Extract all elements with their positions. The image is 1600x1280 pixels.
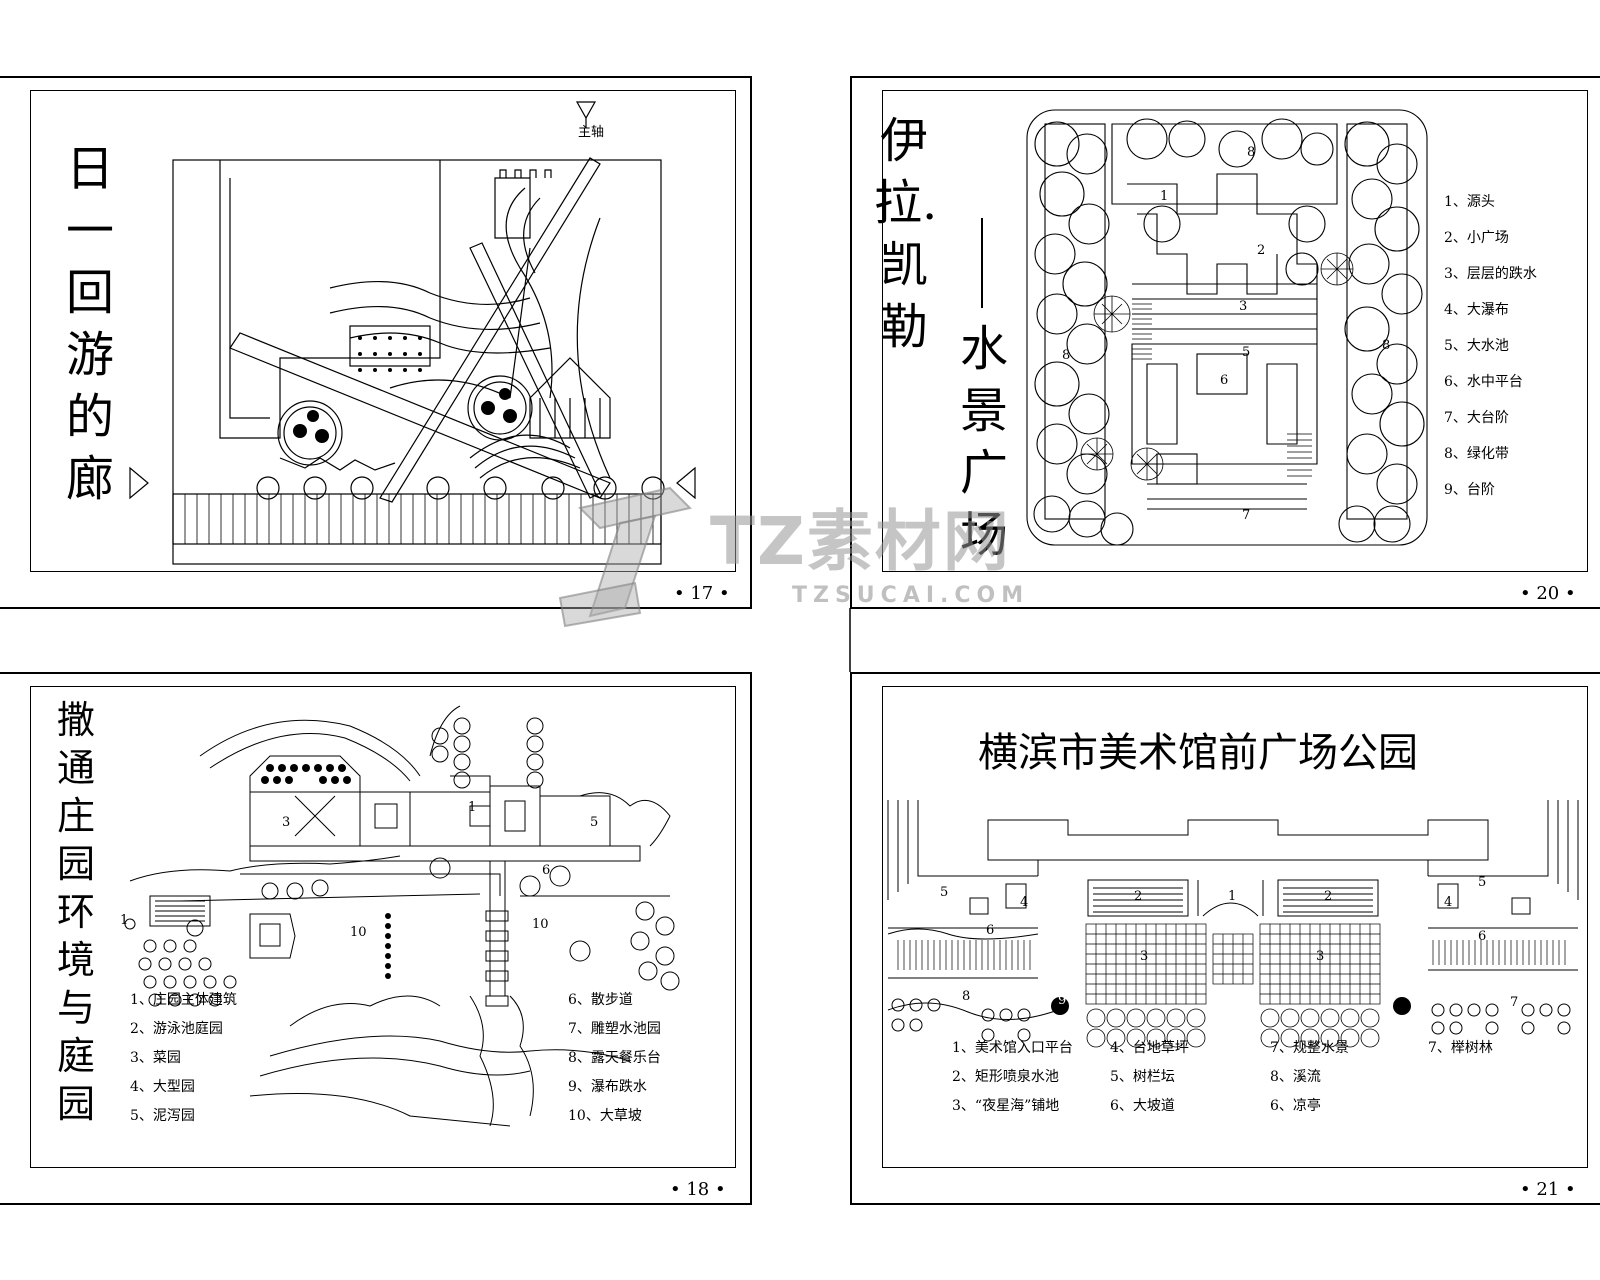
panel-page-17: 日一回游的廊 • 17 • 主轴 bbox=[0, 76, 752, 609]
panel-21-legend-col3: 7、规整水景 8、溪流 6、凉亭 bbox=[1270, 1034, 1349, 1121]
panel-20-page-number: • 20 • bbox=[1520, 583, 1576, 604]
panel-20-title-right: 水景广场 bbox=[959, 321, 1008, 563]
legend-item: 1、源头 bbox=[1444, 194, 1495, 210]
legend-item: 9、台阶 bbox=[1444, 482, 1495, 498]
legend-item: 4、大瀑布 bbox=[1444, 302, 1509, 318]
plan-label: 1 bbox=[468, 800, 476, 815]
panel-17-site-plan: 主轴 bbox=[129, 101, 696, 565]
legend-item: 4、台地草坪 bbox=[1110, 1040, 1189, 1056]
plan-label: 6 bbox=[986, 923, 994, 938]
legend-item: 3、“夜星海”铺地 bbox=[952, 1098, 1060, 1114]
legend-item: 1、美术馆入口平台 bbox=[952, 1040, 1073, 1056]
plan-label: 8 bbox=[1062, 348, 1070, 363]
panel-18-title: 撒通庄园环境与庭园 bbox=[56, 698, 95, 1126]
legend-item: 10、大草坡 bbox=[568, 1108, 642, 1124]
panel-21-site-plan: 1 2 2 3 3 4 4 5 5 6 6 7 8 9 bbox=[887, 800, 1579, 1048]
panel-18-legend-right: 6、散步道 7、雕塑水池园 8、露天餐乐台 9、瀑布跌水 10、大草坡 bbox=[568, 986, 661, 1131]
legend-item: 7、雕塑水池园 bbox=[568, 1021, 661, 1037]
panel-18-legend-left: 1、庄园主体建筑 2、游泳池庭园 3、菜园 4、大型园 5、泥泻园 bbox=[130, 986, 237, 1131]
plan-label: 4 bbox=[1444, 895, 1452, 910]
panel-21-legend-col1: 1、美术馆入口平台 2、矩形喷泉水池 3、“夜星海”铺地 bbox=[952, 1034, 1073, 1121]
north-label: 主轴 bbox=[578, 125, 604, 140]
legend-item: 8、绿化带 bbox=[1444, 446, 1509, 462]
legend-item: 6、凉亭 bbox=[1270, 1098, 1321, 1114]
panel-21-page-number: • 21 • bbox=[1520, 1179, 1576, 1200]
plan-label: 2 bbox=[1134, 889, 1142, 904]
legend-item: 3、层层的跌水 bbox=[1444, 266, 1537, 282]
plan-label: 6 bbox=[1220, 373, 1228, 388]
plan-label: 5 bbox=[1478, 875, 1486, 890]
plan-label: 7 bbox=[1242, 508, 1250, 523]
panel-20-title-left: 伊拉.凯勒 bbox=[874, 113, 938, 355]
plan-label: 8 bbox=[1382, 338, 1390, 353]
legend-item: 3、菜园 bbox=[130, 1050, 181, 1066]
plan-label: 10 bbox=[532, 917, 549, 932]
legend-item: 9、瀑布跌水 bbox=[568, 1079, 647, 1095]
panel-20-title-divider bbox=[981, 218, 983, 308]
legend-item: 2、游泳池庭园 bbox=[130, 1021, 223, 1037]
plan-label: 4 bbox=[1020, 895, 1028, 910]
panel-21-legend-col2: 4、台地草坪 5、树栏坛 6、大坡道 bbox=[1110, 1034, 1189, 1121]
legend-item: 6、散步道 bbox=[568, 992, 633, 1008]
panel-21-title: 横滨市美术馆前广场公园 bbox=[978, 730, 1418, 776]
panel-21-legend-col4: 7、榉树林 bbox=[1428, 1034, 1493, 1063]
legend-item: 1、庄园主体建筑 bbox=[130, 992, 237, 1008]
panel-20-frame bbox=[882, 90, 1588, 572]
panel-20-legend: 1、源头 2、小广场 3、层层的跌水 4、大瀑布 5、大水池 6、水中平台 7、… bbox=[1444, 184, 1537, 508]
plan-label: 2 bbox=[1324, 889, 1332, 904]
legend-item: 5、泥泻园 bbox=[130, 1108, 195, 1124]
panel-page-20: 伊拉.凯勒 水景广场 • 20 • bbox=[850, 76, 1600, 609]
plan-label: 10 bbox=[350, 925, 367, 940]
plan-label: 1 bbox=[1160, 189, 1168, 204]
plan-label: 2 bbox=[1257, 243, 1265, 258]
panel-page-18: 撒通庄园环境与庭园 • 18 • bbox=[0, 672, 752, 1205]
legend-item: 5、大水池 bbox=[1444, 338, 1509, 354]
plan-label: 8 bbox=[1247, 145, 1255, 160]
plan-label: 3 bbox=[1316, 949, 1324, 964]
panel-20-site-plan: 1 2 3 5 6 7 8 8 8 bbox=[1026, 109, 1428, 546]
plan-label: 5 bbox=[1242, 345, 1250, 360]
legend-item: 4、大型园 bbox=[130, 1079, 195, 1095]
legend-item: 8、露天餐乐台 bbox=[568, 1050, 661, 1066]
panel-page-21: 横滨市美术馆前广场公园 • 21 • bbox=[850, 672, 1600, 1205]
legend-item: 8、溪流 bbox=[1270, 1069, 1321, 1085]
legend-item: 5、树栏坛 bbox=[1110, 1069, 1175, 1085]
plan-label: 5 bbox=[590, 815, 598, 830]
north-arrow-icon bbox=[575, 101, 597, 128]
panel-18-site-plan: 1 3 1 5 6 10 10 bbox=[120, 705, 680, 1127]
plan-label: 3 bbox=[282, 815, 290, 830]
plan-label: 3 bbox=[1140, 949, 1148, 964]
plan-label: 1 bbox=[120, 913, 128, 928]
plan-label: 8 bbox=[962, 989, 970, 1004]
entry-arrow-left-icon bbox=[129, 466, 149, 500]
legend-item: 2、矩形喷泉水池 bbox=[952, 1069, 1059, 1085]
plan-label: 1 bbox=[1228, 889, 1236, 904]
plan-label: 7 bbox=[1510, 995, 1518, 1010]
plan-label: 6 bbox=[1478, 929, 1486, 944]
plan-label: 6 bbox=[542, 863, 550, 878]
plan-label: 9 bbox=[1058, 993, 1066, 1008]
panel-21-frame bbox=[882, 686, 1588, 1168]
legend-item: 7、榉树林 bbox=[1428, 1040, 1493, 1056]
legend-item: 6、大坡道 bbox=[1110, 1098, 1175, 1114]
panel-18-page-number: • 18 • bbox=[670, 1179, 726, 1200]
legend-item: 2、小广场 bbox=[1444, 230, 1509, 246]
panel-17-page-number: • 17 • bbox=[674, 583, 730, 604]
legend-item: 7、大台阶 bbox=[1444, 410, 1509, 426]
plan-label: 5 bbox=[940, 885, 948, 900]
panel-17-title: 日一回游的廊 bbox=[65, 141, 114, 507]
plan-label: 3 bbox=[1239, 299, 1247, 314]
legend-item: 7、规整水景 bbox=[1270, 1040, 1349, 1056]
legend-item: 6、水中平台 bbox=[1444, 374, 1523, 390]
panel-17-frame bbox=[30, 90, 736, 572]
panel-18-frame bbox=[30, 686, 736, 1168]
